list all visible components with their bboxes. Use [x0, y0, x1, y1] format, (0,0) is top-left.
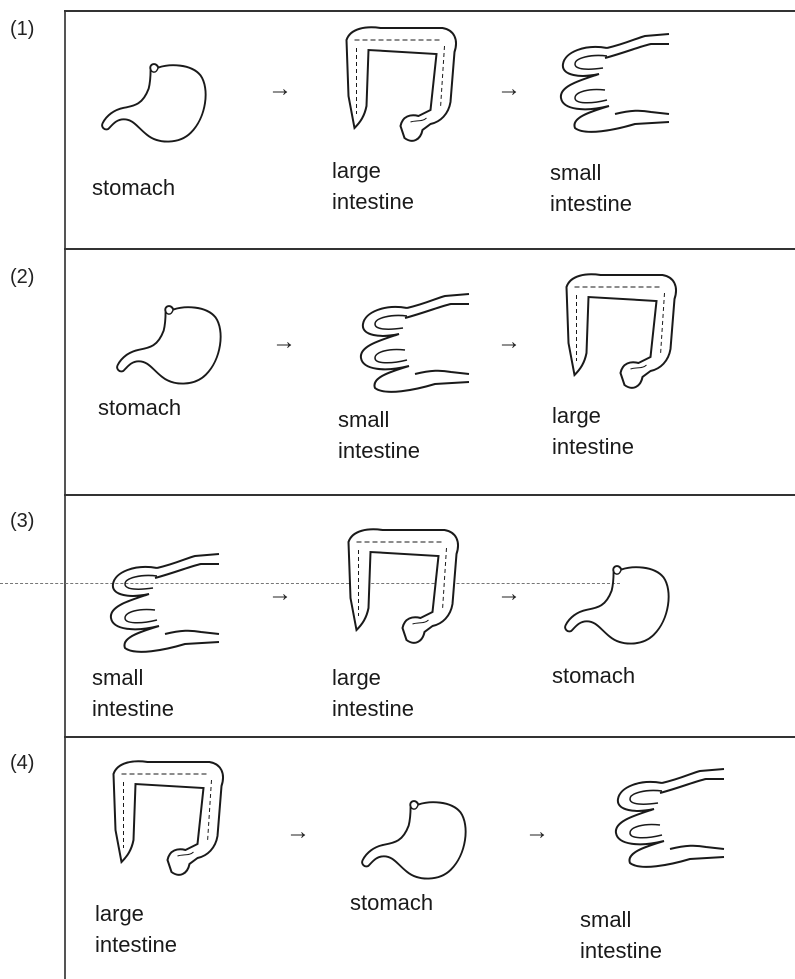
large-intestine-icon: [328, 18, 463, 148]
organ-label: large intestine: [332, 155, 414, 217]
option-number: (4): [10, 752, 34, 775]
arrow-icon: →: [286, 818, 310, 846]
organ-label: small intestine: [550, 157, 632, 219]
organ-label: large intestine: [95, 898, 177, 960]
arrow-icon: →: [497, 580, 521, 608]
arrow-icon: →: [525, 818, 549, 846]
organ-label: large intestine: [552, 400, 634, 462]
small-intestine-icon: [95, 550, 225, 660]
stomach-icon: [355, 795, 470, 885]
organ-label: small intestine: [338, 404, 420, 466]
option-number: (1): [10, 18, 34, 41]
organ-label: stomach: [98, 392, 181, 423]
divider-1-2: [64, 248, 795, 250]
arrow-icon: →: [272, 328, 296, 356]
stomach-icon: [110, 300, 225, 390]
option-number: (2): [10, 266, 34, 289]
top-border: [64, 10, 795, 12]
small-intestine-icon: [545, 30, 675, 140]
organ-label: stomach: [92, 172, 175, 203]
organ-label: small intestine: [580, 904, 662, 966]
small-intestine-icon: [345, 290, 475, 400]
divider-2-3: [64, 494, 795, 496]
organ-label: stomach: [552, 660, 635, 691]
organ-label: large intestine: [332, 662, 414, 724]
large-intestine-icon: [95, 752, 230, 882]
organ-label: small intestine: [92, 662, 174, 724]
organ-label: stomach: [350, 887, 433, 918]
stomach-icon: [95, 58, 210, 148]
large-intestine-icon: [548, 265, 683, 395]
arrow-icon: →: [268, 580, 292, 608]
divider-3-4: [64, 736, 795, 738]
small-intestine-icon: [600, 765, 730, 875]
arrow-icon: →: [497, 328, 521, 356]
dashed-line: [0, 583, 620, 584]
arrow-icon: →: [268, 75, 292, 103]
arrow-icon: →: [497, 75, 521, 103]
option-number: (3): [10, 510, 34, 533]
stomach-icon: [558, 560, 673, 650]
large-intestine-icon: [330, 520, 465, 650]
